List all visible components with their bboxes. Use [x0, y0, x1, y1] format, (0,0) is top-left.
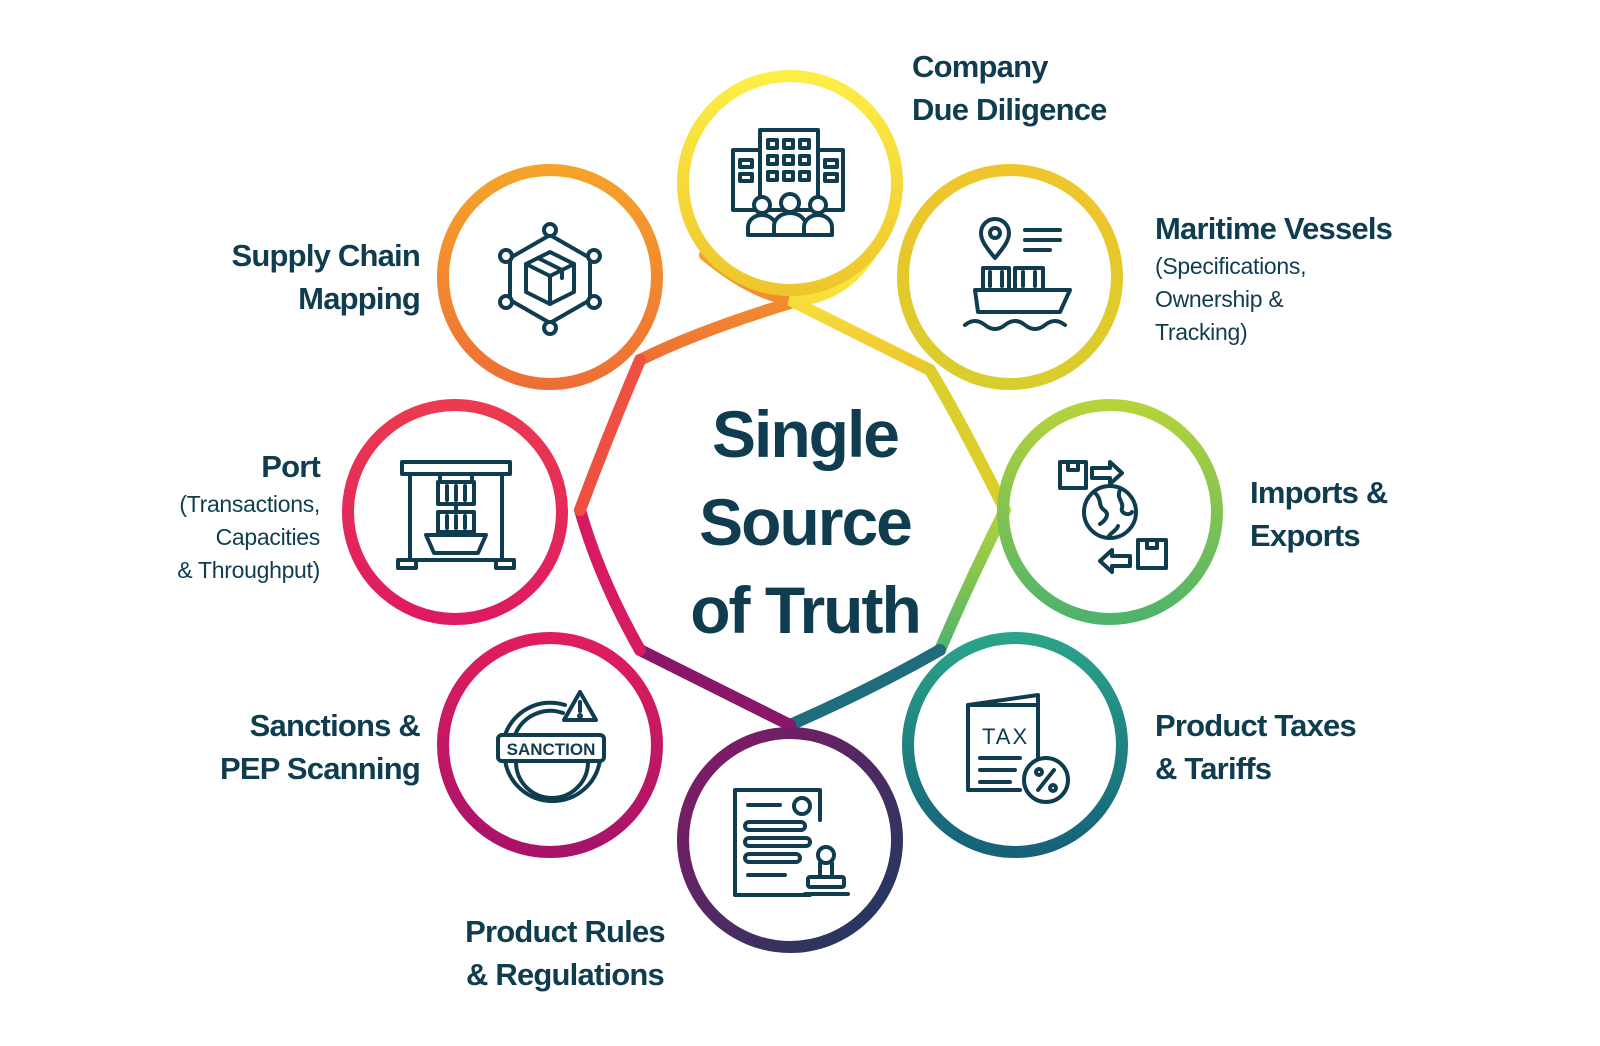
- tax-document-percent-icon: TAX: [966, 693, 1070, 804]
- circle-port: [342, 399, 568, 625]
- port-title: Port: [261, 449, 321, 484]
- globe-boxes-arrows-icon: [1058, 460, 1168, 574]
- connector-rules-sanctions: [634, 644, 796, 731]
- circle-rules: [677, 727, 903, 953]
- supply-title-line-1: Supply Chain: [231, 238, 421, 273]
- connector-company-maritime: [787, 249, 936, 376]
- sanction-stamp-warning-icon: SANCTION: [496, 690, 606, 804]
- label-port: Port (Transactions, Capacities & Through…: [100, 445, 321, 587]
- port-sub-2: Capacities: [215, 524, 321, 550]
- connector-port-supply: [574, 354, 646, 516]
- taxes-title-line-1: Product Taxes: [1155, 708, 1357, 743]
- connector-sanctions-port: [574, 504, 646, 656]
- maritime-sub-2: Ownership &: [1155, 286, 1284, 312]
- label-product-rules-regulations: Product Rules & Regulations: [440, 910, 690, 996]
- circle-imports: [997, 399, 1223, 625]
- label-product-taxes-tariffs: Product Taxes & Tariffs: [1155, 704, 1357, 790]
- connector-imports-taxes: [934, 504, 1011, 656]
- connector-maritime-imports: [924, 364, 1011, 516]
- sanctions-title-line-2: PEP Scanning: [220, 751, 421, 786]
- label-supply-chain-mapping: Supply Chain Mapping: [150, 234, 421, 320]
- center-title-line-1: Single: [711, 397, 900, 471]
- imports-title-line-2: Exports: [1250, 518, 1361, 553]
- circle-supply: [437, 164, 663, 390]
- center-title-line-3: of Truth: [690, 573, 922, 647]
- rules-title-line-2: & Regulations: [465, 957, 665, 992]
- port-crane-container-icon: [396, 460, 516, 570]
- label-company-due-diligence: Company Due Diligence: [912, 45, 1107, 131]
- label-maritime-vessels: Maritime Vessels (Specifications, Owners…: [1155, 207, 1393, 349]
- rules-title-line-1: Product Rules: [465, 914, 666, 949]
- port-sub-1: (Transactions,: [179, 491, 320, 517]
- port-sub-3: & Throughput): [177, 557, 320, 583]
- company-title-line-2: Due Diligence: [912, 92, 1107, 127]
- center-title: Single Source of Truth: [640, 390, 970, 654]
- office-buildings-people-icon: [731, 128, 845, 237]
- circle-sanctions: [437, 632, 663, 858]
- label-imports-exports: Imports & Exports: [1250, 471, 1388, 557]
- circle-maritime: [897, 164, 1123, 390]
- circle-taxes: [902, 632, 1128, 858]
- circle-company: [677, 70, 903, 296]
- sanction-icon-label: SANCTION: [507, 740, 596, 759]
- center-title-line-2: Source: [699, 485, 913, 559]
- network-box-icon: [498, 222, 602, 336]
- tax-icon-label: TAX: [982, 724, 1029, 749]
- maritime-sub-3: Tracking): [1155, 319, 1248, 345]
- sanctions-title-line-1: Sanctions &: [249, 708, 421, 743]
- supply-title-line-2: Mapping: [298, 281, 421, 316]
- maritime-title: Maritime Vessels: [1155, 211, 1393, 246]
- cargo-ship-location-icon: [963, 217, 1072, 331]
- document-stamp-icon: [733, 788, 850, 897]
- connector-taxes-rules: [784, 644, 946, 731]
- imports-title-line-1: Imports &: [1250, 475, 1388, 510]
- maritime-sub-1: (Specifications,: [1155, 253, 1307, 279]
- company-title-line-1: Company: [912, 49, 1048, 84]
- taxes-title-line-2: & Tariffs: [1155, 751, 1272, 786]
- petal-connectors: [574, 249, 1011, 731]
- label-sanctions-pep-scanning: Sanctions & PEP Scanning: [150, 704, 421, 790]
